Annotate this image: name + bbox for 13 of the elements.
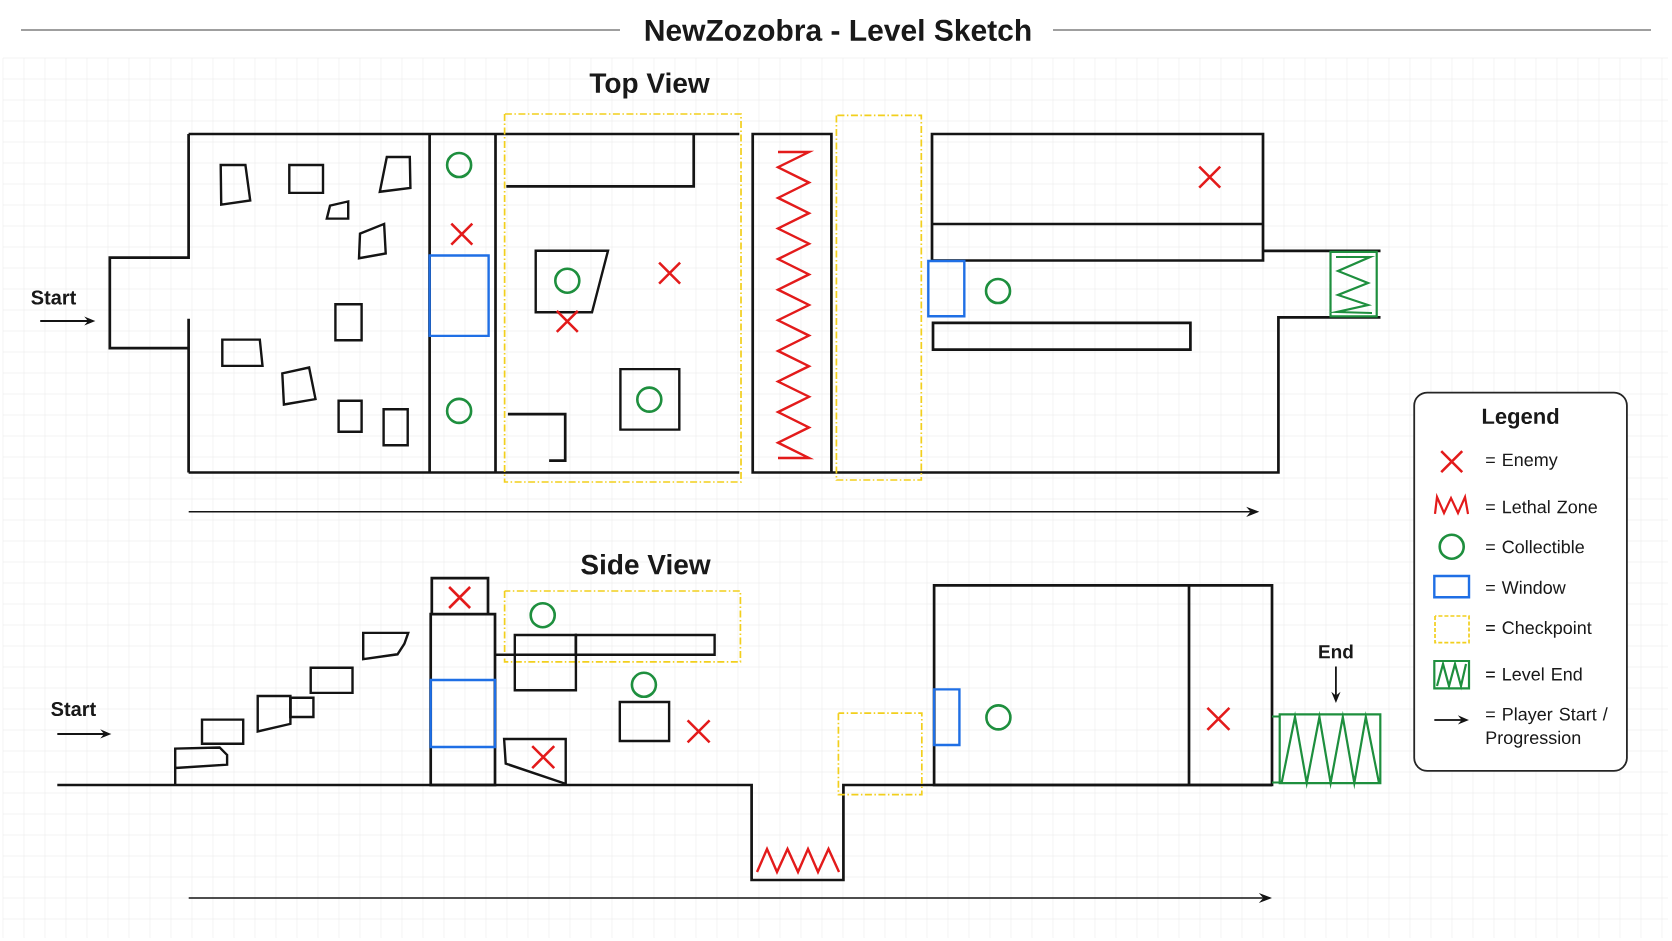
end-label: End	[1319, 644, 1353, 659]
legend-label: = Window	[1486, 580, 1566, 594]
view-heading: Top View	[589, 72, 710, 99]
legend-label: = Collectible	[1486, 540, 1584, 554]
legend-label: = Level End	[1486, 667, 1582, 681]
legend-label: = Checkpoint	[1486, 620, 1592, 638]
legend-label: = Player Start / Progression	[1486, 707, 1608, 748]
legend-label: = Lethal Zone	[1486, 500, 1597, 514]
start-label: Start	[51, 701, 96, 717]
legend-label: = Enemy	[1486, 453, 1558, 470]
view-heading: Side View	[581, 554, 711, 575]
title: NewZozobra - Level Sketch	[645, 19, 1031, 41]
start-label: Start	[31, 290, 77, 305]
